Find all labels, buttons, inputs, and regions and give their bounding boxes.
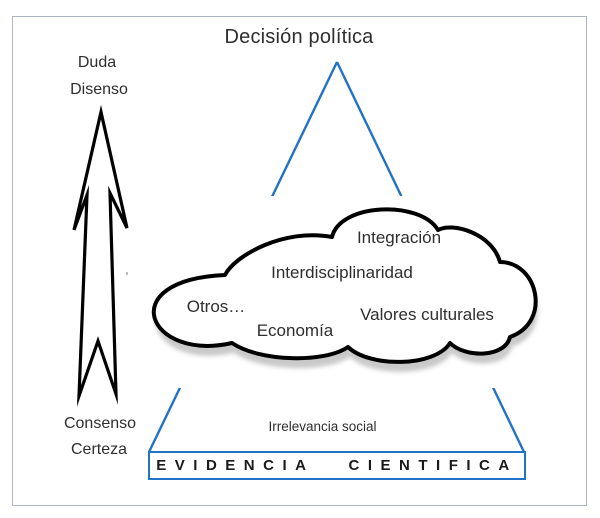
cloud-label-otros: Otros… (186, 297, 246, 316)
cloud-shape (151, 207, 538, 364)
irrelevancia-social-label: Irrelevancia social (268, 419, 377, 434)
cloud-label-valores-culturales: Valores culturales (360, 305, 494, 324)
stray-mark (126, 272, 128, 275)
diagram-frame (12, 16, 587, 506)
cloud-label-integracion: Integración (356, 228, 442, 247)
diagram-title: Decisión política (224, 26, 374, 48)
cloud-label-interdisciplinaridad: Interdisciplinaridad (271, 263, 413, 282)
cloud-label-economia: Economía (256, 321, 334, 340)
uncertainty-axis-arrow (72, 104, 129, 407)
axis-label-certeza: Certeza (70, 441, 128, 458)
axis-label-disenso: Disenso (70, 81, 128, 98)
axis-label-consenso: Consenso (63, 415, 137, 432)
evidence-box: EVIDENCIA CIENTIFICA (148, 451, 526, 480)
evidence-box-label: EVIDENCIA CIENTIFICA (156, 457, 518, 474)
axis-label-duda: Duda (77, 54, 117, 71)
